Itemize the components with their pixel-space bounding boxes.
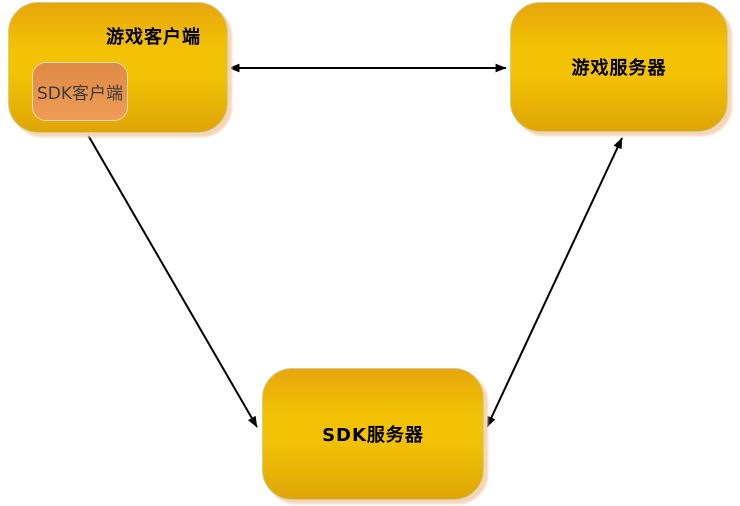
edge-game-server-sdk-server xyxy=(486,137,623,428)
node-sdk-server-label: SDK服务器 xyxy=(322,425,424,446)
edge-sdk-client-sdk-server xyxy=(80,122,258,428)
node-game-server: 游戏服务器 xyxy=(510,2,728,132)
node-game-client-label: 游戏客户端 xyxy=(106,27,201,48)
node-game-server-label: 游戏服务器 xyxy=(571,58,667,79)
node-game-client: 游戏客户端 SDK客户端 xyxy=(8,2,228,133)
node-sdk-client-label: SDK客户端 xyxy=(36,84,124,104)
node-sdk-server: SDK服务器 xyxy=(262,368,484,500)
node-sdk-client: SDK客户端 xyxy=(32,62,128,121)
